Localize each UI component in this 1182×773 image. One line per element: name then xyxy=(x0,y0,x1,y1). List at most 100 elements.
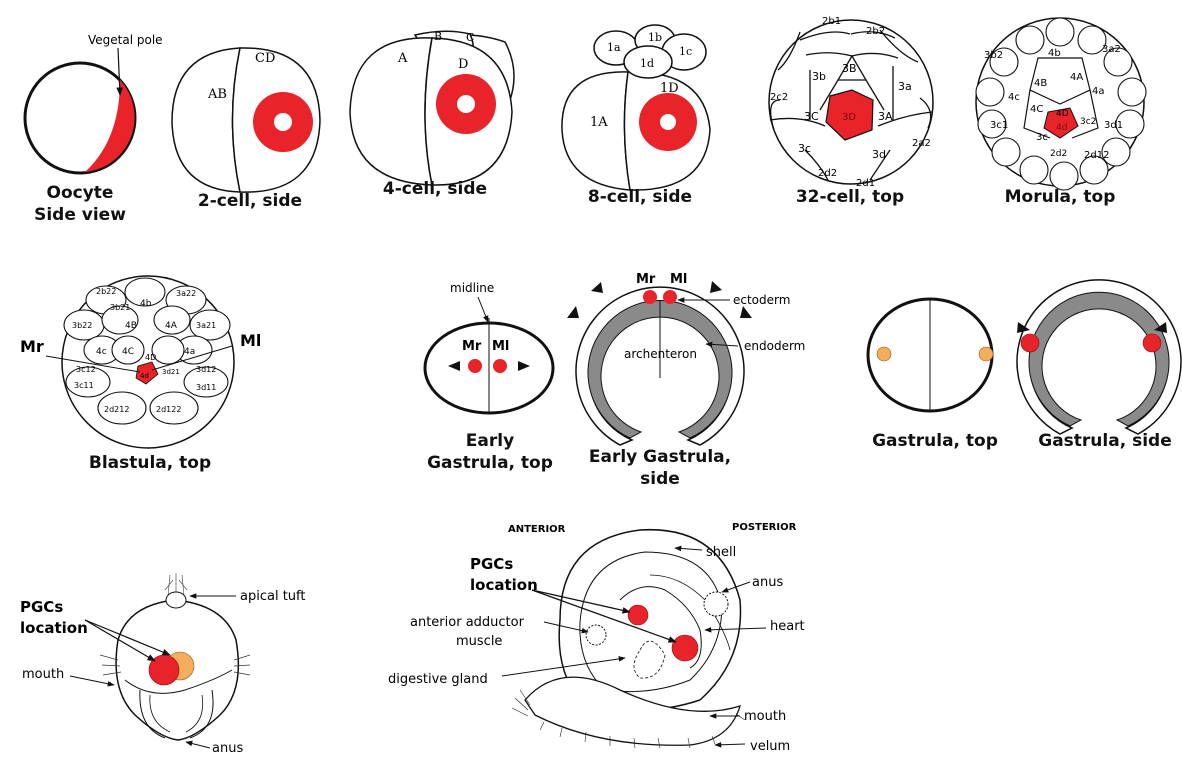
thirtytwo-cell-caption: 32-cell, top xyxy=(775,186,925,208)
gastrula-side-figure xyxy=(1017,280,1181,434)
cell-label-bl-4c: 4c xyxy=(96,347,107,357)
cell-label-3b2: 3b2 xyxy=(984,50,1003,61)
cell-label-1a: 1a xyxy=(607,41,621,54)
trochophore-figure: PGCs location apical tuft mouth anus xyxy=(20,573,305,756)
cell-label-2a2: 2a2 xyxy=(912,138,931,149)
morula-figure: 3b2 4b 3a2 4B 4A 4a 4c 4C 4D 4d 3c1 3c 3… xyxy=(976,18,1146,190)
cell-label-b: B xyxy=(434,30,442,43)
oocyte-figure: Vegetal pole xyxy=(25,33,163,173)
digestive-gland-label: digestive gland xyxy=(388,672,488,687)
oocyte-caption-line1: Oocyte xyxy=(30,182,130,204)
cell-label-3C: 3C xyxy=(804,110,819,123)
cell-label-2d2: 2d2 xyxy=(818,168,837,179)
cell-label-a: A xyxy=(397,51,408,66)
cell-label-3c: 3c xyxy=(1036,132,1048,143)
early-side-mr-label: Mr xyxy=(636,272,656,287)
blastula-caption: Blastula, top xyxy=(70,452,230,474)
heart-label: heart xyxy=(770,619,805,634)
troch-mouth-label: mouth xyxy=(22,667,64,682)
cell-label-2c2: 2c2 xyxy=(770,92,788,103)
thirtytwo-cell-figure: 2b1 2b2 3b 2c2 3B 3a 3C 3A 3D 3c 3d 2a2 … xyxy=(769,16,933,189)
cell-label-3b: 3b xyxy=(812,70,826,83)
vegetal-pole-label: Vegetal pole xyxy=(88,33,163,47)
early-top-mr-label: Mr xyxy=(462,339,482,354)
shell-label: shell xyxy=(706,545,736,560)
early-side-caption-line1: Early Gastrula, xyxy=(570,446,750,468)
cell-label-3d1: 3d1 xyxy=(1104,120,1123,131)
cell-label-4a: 4a xyxy=(1092,86,1105,97)
early-top-caption-line2: Gastrula, top xyxy=(420,452,560,474)
four-cell-caption: 4-cell, side xyxy=(360,178,510,200)
early-top-ml-label: Ml xyxy=(492,339,509,354)
cell-label-3c1: 3c1 xyxy=(990,120,1008,131)
four-cell-figure: A B C D xyxy=(350,30,514,185)
blastula-figure: 2b22 3b21 4b 3a22 3b22 4B 4A 3a21 4c 4C … xyxy=(20,276,261,448)
blastula-ml-label: Ml xyxy=(240,331,261,350)
two-cell-caption: 2-cell, side xyxy=(180,190,320,212)
cell-label-4D: 4D xyxy=(1056,109,1069,119)
cell-label-4A: 4A xyxy=(1070,72,1083,83)
midline-label: midline xyxy=(450,281,494,295)
ectoderm-label: ectoderm xyxy=(733,293,790,307)
cell-label-2d122: 2d122 xyxy=(156,405,181,414)
cell-label-bl-4a: 4a xyxy=(184,347,195,357)
apical-tuft-label: apical tuft xyxy=(240,589,305,604)
cell-label-3c2: 3c2 xyxy=(1080,117,1096,127)
cell-label-bl-4d: 4d xyxy=(140,372,149,380)
cell-label-3d21: 3d21 xyxy=(162,368,180,376)
cell-label-ab: AB xyxy=(207,87,227,102)
blastula-mr-label: Mr xyxy=(20,337,44,356)
cell-label-3D: 3D xyxy=(842,112,856,123)
cell-label-1b: 1b xyxy=(648,31,662,44)
cell-label-3d: 3d xyxy=(872,148,886,161)
cell-label-3a2: 3a2 xyxy=(1102,44,1121,55)
early-top-caption-line1: Early xyxy=(420,430,560,452)
cell-label-1D: 1D xyxy=(660,81,679,96)
cell-label-1d: 1d xyxy=(640,57,654,70)
cell-label-bl-4C: 4C xyxy=(122,347,134,357)
cell-label-3d11: 3d11 xyxy=(196,383,216,392)
two-cell-figure: AB CD xyxy=(172,48,320,192)
cell-label-3d12: 3d12 xyxy=(196,365,216,374)
veliger-figure: ANTERIOR POSTERIOR shell PGCs location a… xyxy=(388,522,805,754)
troch-anus-label: anus xyxy=(212,741,243,756)
troch-pgc-line2: location xyxy=(20,619,88,637)
oocyte-caption: Oocyte Side view xyxy=(30,182,130,226)
cell-label-bl-4D: 4D xyxy=(145,353,156,362)
cell-label-cd: CD xyxy=(255,51,275,66)
cell-label-3b21: 3b21 xyxy=(110,303,130,312)
velum-label: velum xyxy=(750,739,790,754)
cell-label-3c12: 3c12 xyxy=(76,365,96,374)
cell-label-2b2: 2b2 xyxy=(866,26,885,37)
cell-label-3b22: 3b22 xyxy=(72,321,92,330)
archenteron-label: archenteron xyxy=(624,347,697,361)
early-gastrula-top-figure: midline Mr Ml xyxy=(425,281,553,414)
cell-label-3B: 3B xyxy=(842,62,857,75)
troch-pgc-line1: PGCs xyxy=(20,598,63,616)
cell-label-4c: 4c xyxy=(1008,92,1020,103)
cell-label-3c11: 3c11 xyxy=(74,381,94,390)
gastrula-side-caption: Gastrula, side xyxy=(1030,430,1180,452)
adductor-line2: muscle xyxy=(456,634,502,649)
cell-label-4d: 4d xyxy=(1056,123,1067,133)
cell-label-2b1: 2b1 xyxy=(822,16,841,27)
cell-label-3a22: 3a22 xyxy=(176,289,196,298)
early-side-caption-line2: side xyxy=(570,468,750,490)
cell-label-bl-4A: 4A xyxy=(165,321,178,331)
posterior-label: POSTERIOR xyxy=(732,522,797,533)
morula-caption: Morula, top xyxy=(990,186,1130,208)
cell-label-c: C xyxy=(466,31,474,44)
oocyte-caption-line2: Side view xyxy=(30,204,130,226)
veliger-anus-label: anus xyxy=(752,575,783,590)
cell-label-d: D xyxy=(458,57,468,72)
veliger-pgc-line2: location xyxy=(470,576,538,594)
cell-label-3a21: 3a21 xyxy=(196,321,216,330)
eight-cell-caption: 8-cell, side xyxy=(565,186,715,208)
cell-label-1A: 1A xyxy=(590,115,608,130)
cell-label-2d12: 2d12 xyxy=(1084,150,1109,161)
veliger-mouth-label: mouth xyxy=(744,709,786,724)
gastrula-top-figure xyxy=(868,299,993,411)
early-side-ml-label: Ml xyxy=(670,272,687,287)
cell-label-2d212: 2d212 xyxy=(104,405,129,414)
